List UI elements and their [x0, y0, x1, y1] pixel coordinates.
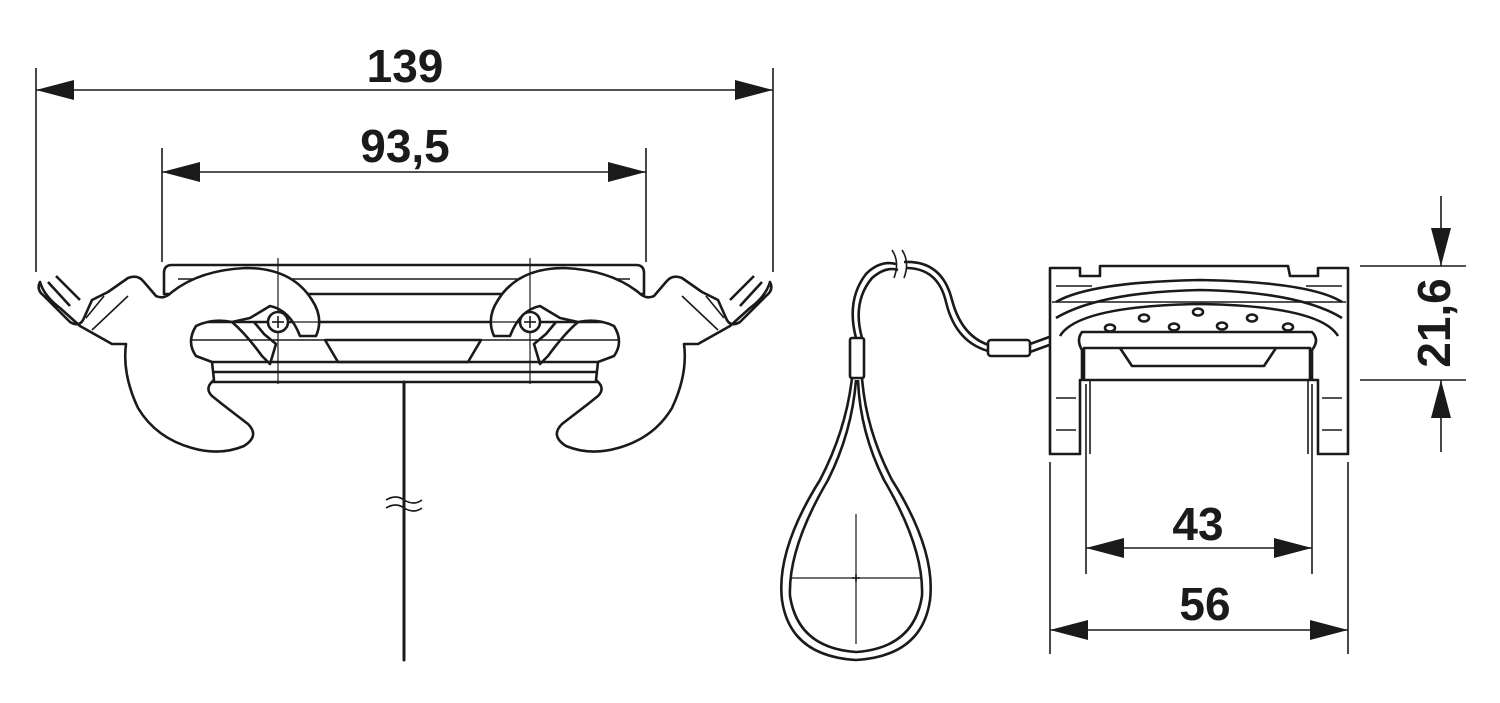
dim-inner-depth-label: 43 [1172, 498, 1223, 550]
left-pivot-screw-icon [214, 258, 342, 384]
cover-body [1048, 264, 1350, 456]
side-view: 21,6 43 56 [780, 196, 1466, 662]
front-cord [385, 380, 423, 662]
dim-outer-depth-label: 56 [1179, 578, 1230, 630]
right-lever [489, 266, 773, 453]
right-pivot-screw-icon [466, 258, 594, 384]
dim-inner-depth: 43 [1085, 384, 1313, 574]
dim-inner-width-label: 93,5 [360, 120, 450, 172]
dim-inner-width: 93,5 [161, 120, 647, 262]
front-view: 139 93,5 [35, 40, 774, 662]
dim-overall-width-label: 139 [367, 40, 444, 92]
vent-holes-icon [1103, 307, 1295, 333]
base-plate [204, 370, 606, 384]
cord-loop [780, 249, 1053, 662]
dim-height: 21,6 [1360, 196, 1466, 452]
dim-outer-depth: 56 [1049, 462, 1349, 654]
left-lever [37, 266, 321, 453]
dim-overall-width: 139 [35, 40, 774, 272]
dim-height-label: 21,6 [1408, 278, 1460, 368]
